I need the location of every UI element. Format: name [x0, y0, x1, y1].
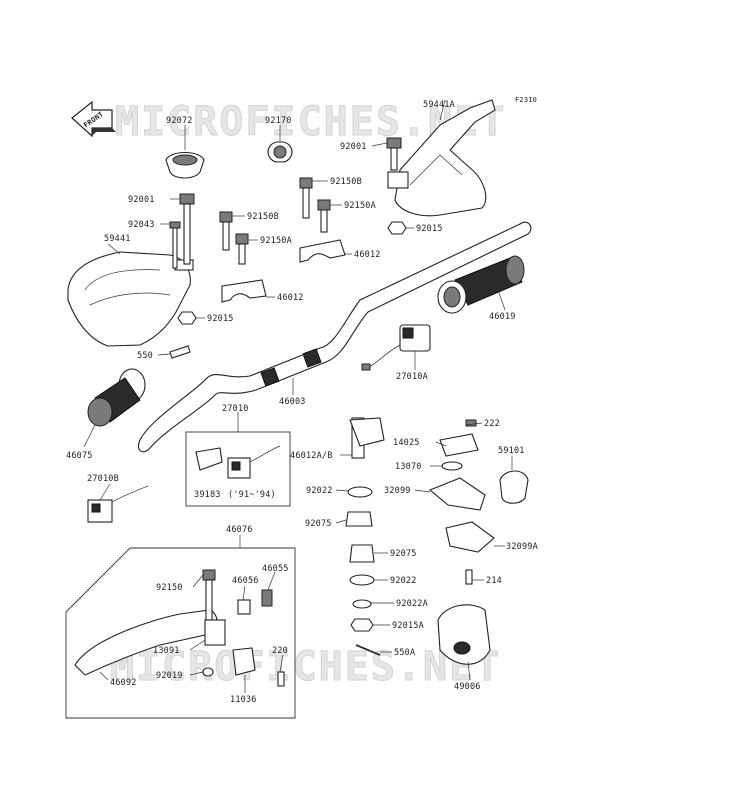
label-32099A: 32099A — [506, 542, 538, 552]
label-92072: 92072 — [166, 116, 193, 126]
label-27010A: 27010A — [396, 372, 428, 382]
label-214: 214 — [486, 576, 502, 586]
label-92001-right: 92001 — [340, 142, 367, 152]
label-92075-b: 92075 — [390, 549, 417, 559]
label-92015-left: 92015 — [207, 314, 234, 324]
pin-550 — [169, 345, 191, 359]
leader-lines — [83, 99, 513, 693]
bolt-92001-right — [386, 137, 402, 171]
label-92022A: 92022A — [396, 599, 428, 609]
label-222: 222 — [484, 419, 500, 429]
label-11036: 11036 — [230, 695, 257, 705]
holder-46012-upper — [299, 239, 346, 263]
bolt-92043 — [169, 221, 181, 269]
label-49006: 49006 — [454, 682, 481, 692]
label-46092: 46092 — [110, 678, 137, 688]
label-92150B-a: 92150B — [330, 177, 362, 187]
label-46012-a: 46012 — [354, 250, 381, 260]
master-cylinder-stack — [345, 417, 385, 656]
label-92075-a: 92075 — [305, 519, 332, 529]
cover-49006 — [437, 604, 491, 665]
watermark-bottom: MICROFICHES.NET — [110, 644, 501, 690]
label-46056: 46056 — [232, 576, 259, 586]
label-27010B: 27010B — [87, 474, 119, 484]
label-92001-left: 92001 — [128, 195, 155, 205]
label-46075: 46075 — [66, 451, 93, 461]
label-14025: 14025 — [393, 438, 420, 448]
label-92150A-b: 92150A — [260, 236, 292, 246]
label-59101: 59101 — [498, 446, 525, 456]
switch-27010A — [361, 324, 431, 371]
label-46003: 46003 — [279, 397, 306, 407]
label-92150: 92150 — [156, 583, 183, 593]
figure-code: F2310 — [515, 96, 537, 104]
nut-92015-right — [387, 221, 407, 235]
nut-92015-left — [177, 311, 197, 325]
clamp-92072 — [165, 151, 205, 179]
label-13070: 13070 — [395, 462, 422, 472]
label-59441: 59441 — [104, 234, 131, 244]
label-92022-b: 92022 — [390, 576, 417, 586]
bolts-center — [219, 177, 331, 265]
switch-27010B — [87, 485, 149, 523]
label-32099: 32099 — [384, 486, 411, 496]
handlebar-46003 — [137, 221, 532, 453]
clamp-92170 — [267, 141, 293, 163]
label-92150B-b: 92150B — [247, 212, 279, 222]
label-220: 220 — [272, 646, 288, 656]
label-27010: 27010 — [222, 404, 249, 414]
bolt-92001-left — [179, 193, 195, 265]
label-92019: 92019 — [156, 671, 183, 681]
label-39183: 39183 — [194, 490, 221, 500]
label-92015-right: 92015 — [416, 224, 443, 234]
label-550A: 550A — [394, 648, 415, 658]
part-labels: 92072 92170 59441A 92001 92150B 92150A 9… — [66, 100, 538, 705]
label-13091: 13091 — [153, 646, 180, 656]
right-grip-46019 — [437, 255, 525, 314]
label-46012AB: 46012A/B — [290, 451, 333, 461]
label-46055: 46055 — [262, 564, 289, 574]
label-92015A: 92015A — [392, 621, 424, 631]
label-46076: 46076 — [226, 525, 253, 535]
label-46019: 46019 — [489, 312, 516, 322]
front-arrow-icon: FRONT — [71, 100, 116, 138]
throttle-housing — [428, 419, 529, 585]
label-92150A-a: 92150A — [344, 201, 376, 211]
label-550: 550 — [137, 351, 153, 361]
box-46076 — [65, 547, 296, 719]
left-grip-46075 — [87, 368, 146, 427]
holder-46012-lower — [221, 279, 267, 303]
label-92022-a: 92022 — [306, 486, 333, 496]
watermark-top: MICROFICHES.NET — [115, 99, 506, 145]
label-91-94: ('91~'94) — [228, 490, 276, 500]
hand-guard-59441A — [387, 99, 496, 217]
hand-guard-59441 — [67, 251, 194, 347]
label-46012-b: 46012 — [277, 293, 304, 303]
label-59441A: 59441A — [423, 100, 455, 110]
label-92043: 92043 — [128, 220, 155, 230]
label-92170: 92170 — [265, 116, 292, 126]
